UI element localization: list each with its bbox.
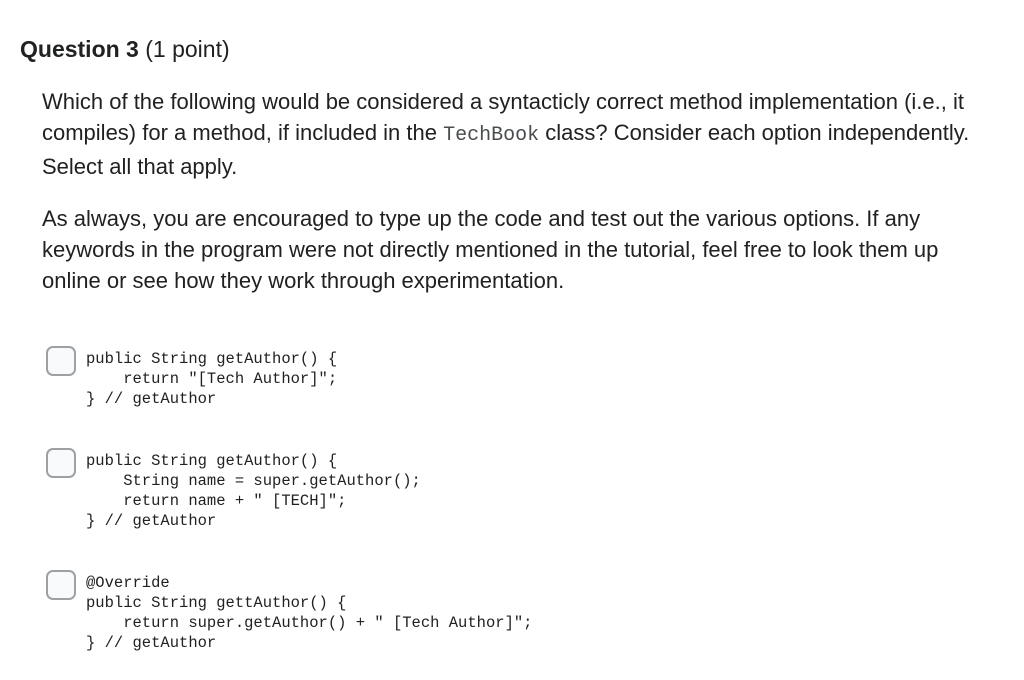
option-2-checkbox[interactable] bbox=[46, 448, 76, 478]
question-header: Question 3 (1 point) bbox=[20, 36, 230, 63]
option-3-checkbox[interactable] bbox=[46, 570, 76, 600]
question-number: Question 3 bbox=[20, 36, 139, 62]
option-1-code: public String getAuthor() { return "[Tec… bbox=[86, 350, 338, 408]
answer-option-3[interactable]: @Override public String gettAuthor() { r… bbox=[46, 570, 532, 653]
option-2-code: public String getAuthor() { String name … bbox=[86, 452, 421, 530]
option-3-code: @Override public String gettAuthor() { r… bbox=[86, 574, 533, 652]
question-points: (1 point) bbox=[145, 36, 230, 62]
question-instructions: As always, you are encouraged to type up… bbox=[42, 206, 939, 293]
question-prompt: Which of the following would be consider… bbox=[42, 86, 1002, 182]
answer-option-1[interactable]: public String getAuthor() { return "[Tec… bbox=[46, 346, 337, 409]
answer-option-2[interactable]: public String getAuthor() { String name … bbox=[46, 448, 421, 531]
prompt-text-after: class? Consider each option independentl… bbox=[42, 120, 970, 179]
class-name-code: TechBook bbox=[443, 124, 540, 147]
prompt-text-before: Which of the following would be consider… bbox=[42, 89, 964, 145]
option-1-checkbox[interactable] bbox=[46, 346, 76, 376]
